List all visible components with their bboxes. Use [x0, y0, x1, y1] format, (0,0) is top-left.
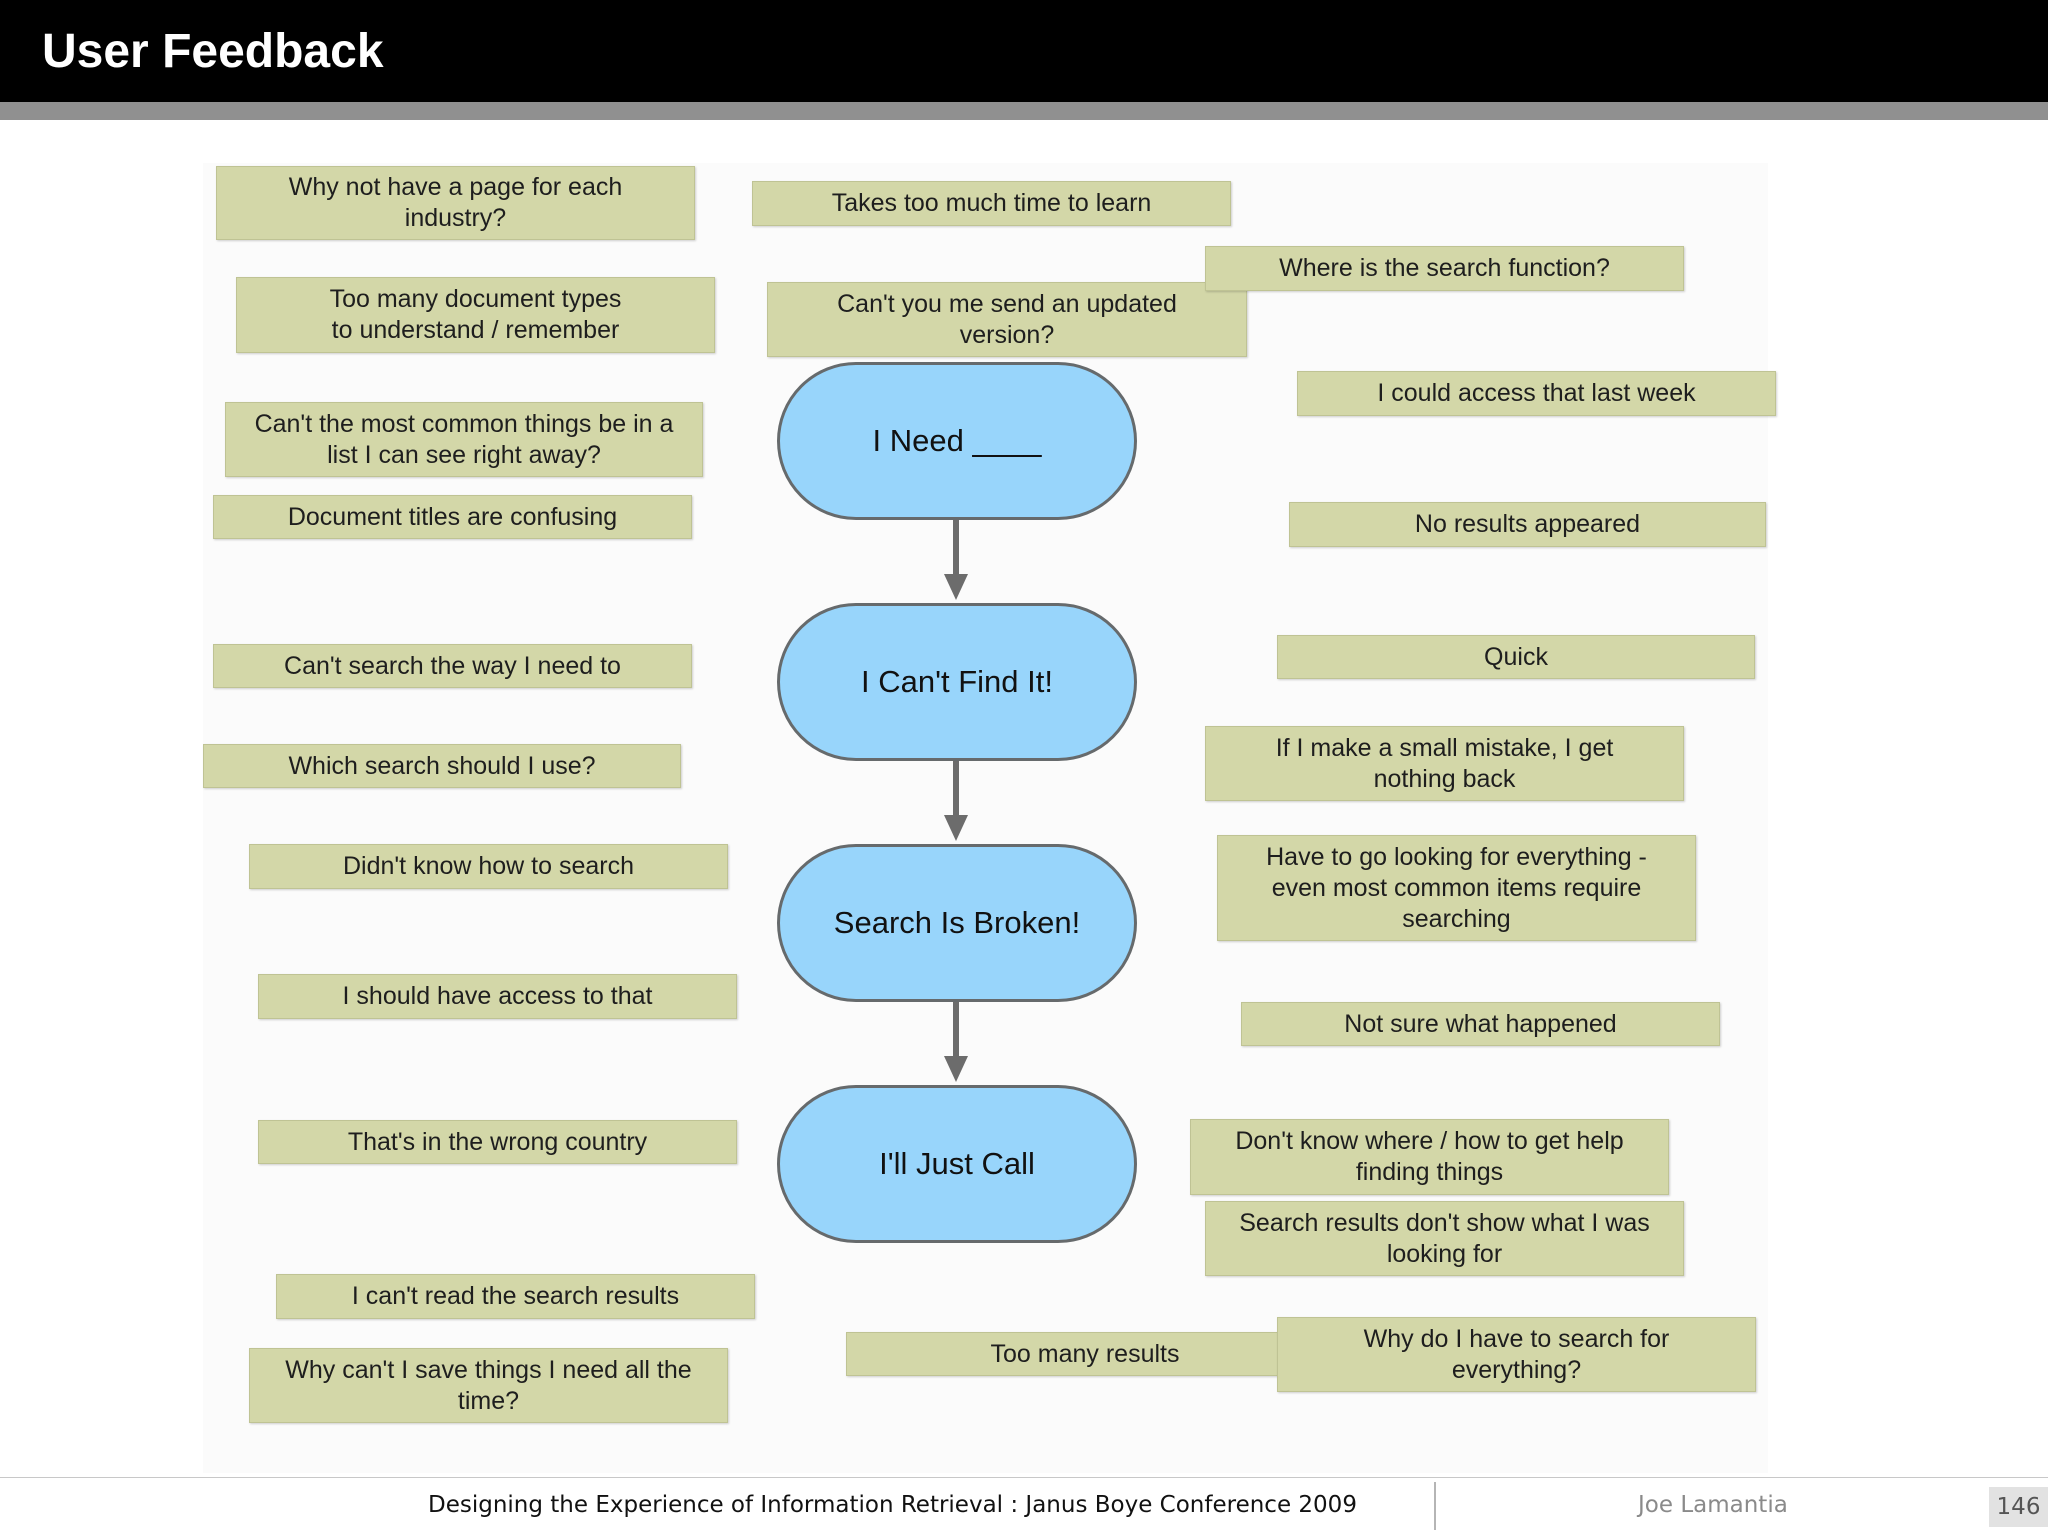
- feedback-note: Not sure what happened: [1241, 1002, 1720, 1046]
- feedback-note: Why not have a page for each industry?: [216, 166, 695, 240]
- feedback-note: If I make a small mistake, I get nothing…: [1205, 726, 1684, 801]
- footer-author: Joe Lamantia: [1638, 1492, 1788, 1518]
- feedback-note: Document titles are confusing: [213, 495, 692, 539]
- arrow-head-2: [944, 815, 968, 841]
- flow-step-cant-find-it: I Can't Find It!: [777, 603, 1137, 761]
- feedback-note: Didn't know how to search: [249, 844, 728, 889]
- feedback-note: Why do I have to search for everything?: [1277, 1317, 1756, 1392]
- feedback-note: No results appeared: [1289, 502, 1766, 547]
- page-number: 146: [1989, 1487, 2048, 1527]
- slide-header: User Feedback: [0, 0, 2048, 102]
- feedback-note: That's in the wrong country: [258, 1120, 737, 1164]
- flow-step-i-need: I Need ____: [777, 362, 1137, 520]
- footer-rule: [0, 1477, 2048, 1478]
- feedback-note: Don't know where / how to get help findi…: [1190, 1119, 1669, 1195]
- feedback-note: Can't the most common things be in a lis…: [225, 402, 703, 477]
- arrow-shaft-2: [953, 761, 959, 817]
- feedback-note: I should have access to that: [258, 974, 737, 1019]
- flow-step-search-broken: Search Is Broken!: [777, 844, 1137, 1002]
- slide-title: User Feedback: [42, 25, 384, 78]
- footer-divider: [1434, 1482, 1436, 1530]
- arrow-head-1: [944, 574, 968, 600]
- feedback-note: I can't read the search results: [276, 1274, 755, 1319]
- feedback-note: Can't search the way I need to: [213, 644, 692, 688]
- footer-conference: Designing the Experience of Information …: [428, 1492, 1357, 1518]
- feedback-note: Too many document types to understand / …: [236, 277, 715, 353]
- feedback-note: Takes too much time to learn: [752, 181, 1231, 226]
- feedback-note: I could access that last week: [1297, 371, 1776, 416]
- header-rule: [0, 102, 2048, 120]
- arrow-shaft-3: [953, 1002, 959, 1058]
- feedback-note: Have to go looking for everything - even…: [1217, 835, 1696, 941]
- feedback-note: Search results don't show what I was loo…: [1205, 1201, 1684, 1276]
- feedback-note: Where is the search function?: [1205, 246, 1684, 291]
- flow-step-just-call: I'll Just Call: [777, 1085, 1137, 1243]
- feedback-note: Too many results: [846, 1332, 1324, 1376]
- feedback-note: Can't you me send an updated version?: [767, 282, 1247, 357]
- arrow-shaft-1: [953, 520, 959, 576]
- feedback-note: Which search should I use?: [203, 744, 681, 788]
- feedback-note: Why can't I save things I need all the t…: [249, 1348, 728, 1423]
- feedback-note: Quick: [1277, 635, 1755, 679]
- arrow-head-3: [944, 1056, 968, 1082]
